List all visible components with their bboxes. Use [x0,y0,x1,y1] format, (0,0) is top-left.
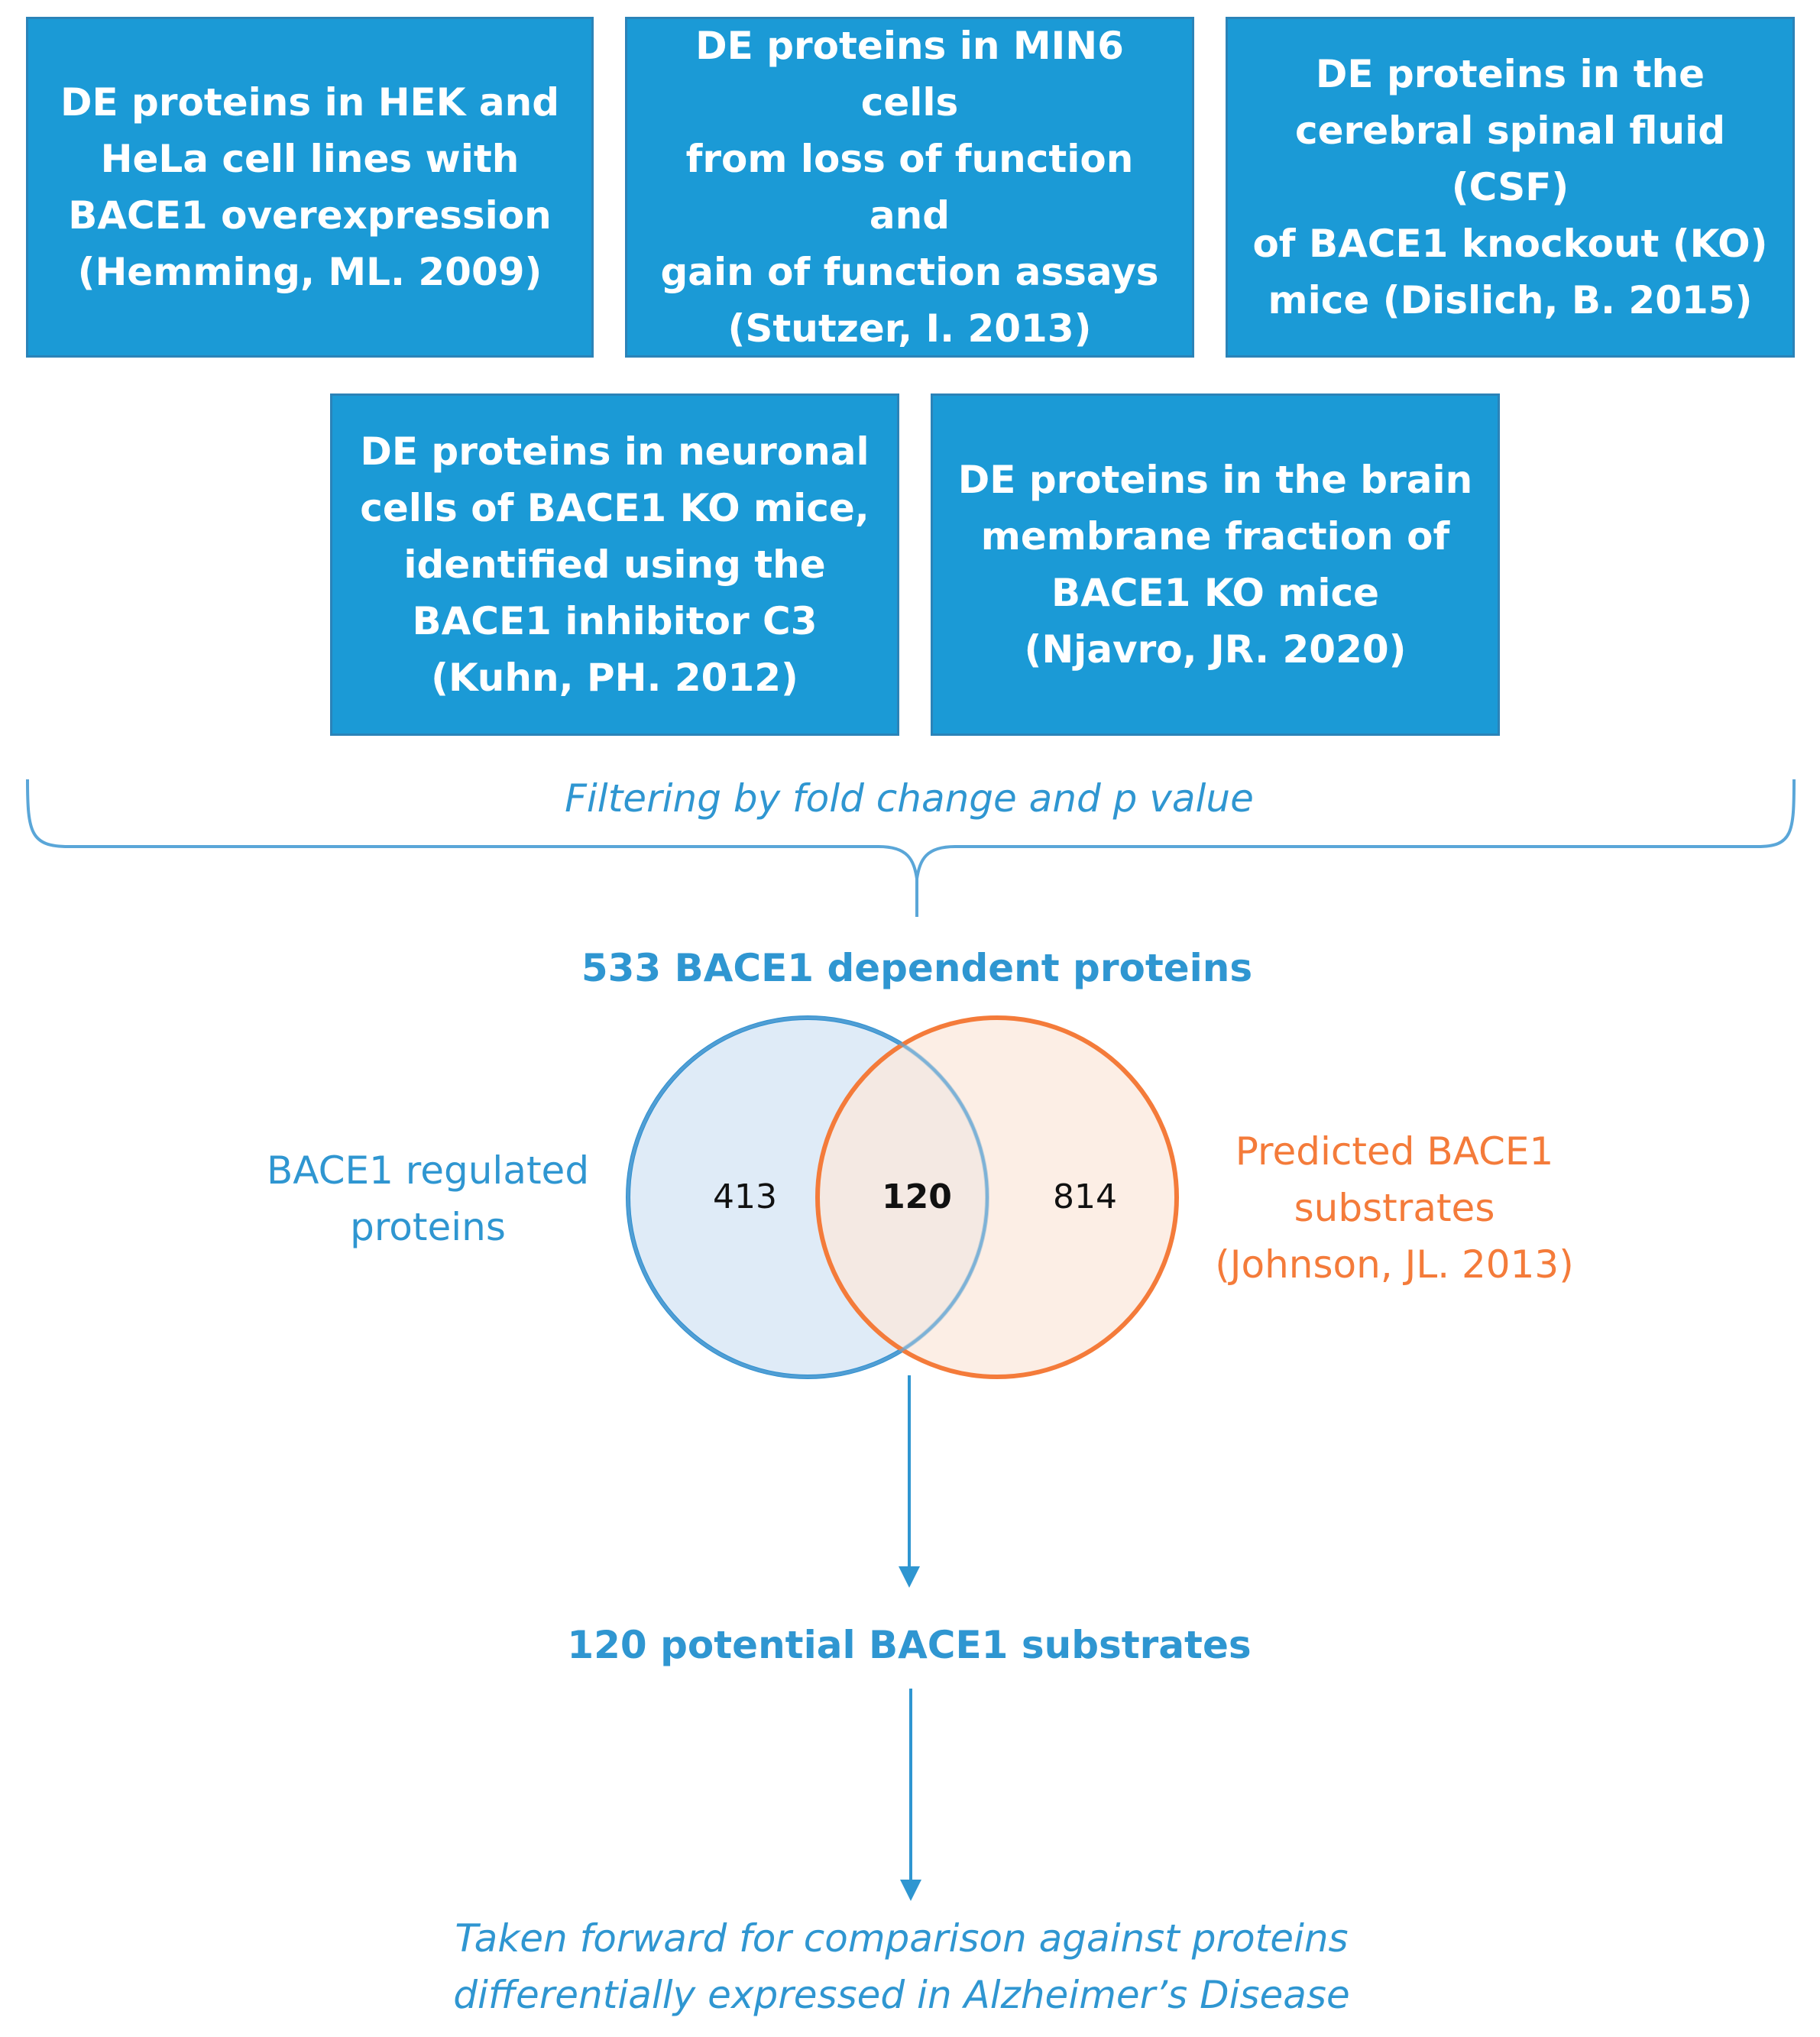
dependent-proteins-label: 533 BACE1 dependent proteins [581,946,1253,990]
source-line: DE proteins in HEK and [60,80,559,125]
source-line: BACE1 KO mice [1051,571,1380,615]
venn-left-only-count: 413 [713,1177,777,1216]
source-line: membrane fraction of [980,514,1450,559]
source-line: HeLa cell lines with [100,137,520,181]
venn-left-label-line: proteins [350,1205,506,1249]
venn-right-label-line: Predicted BACE1 [1235,1129,1554,1174]
source-line: (Stutzer, I. 2013) [727,306,1092,351]
source-line: gain of function assays [660,250,1159,294]
venn-left-outline [627,1016,989,1378]
source-line: DE proteins in the [1315,52,1705,96]
final-outcome-line: differentially expressed in Alzheimer’s … [453,1973,1350,2017]
source-line: cerebral spinal fluid (CSF) [1294,108,1725,209]
source-line: of BACE1 knockout (KO) [1252,222,1768,266]
potential-substrates-label: 120 potential BACE1 substrates [567,1623,1252,1667]
source-line: from loss of function and [685,137,1134,238]
source-line: DE proteins in MIN6 cells [695,24,1124,125]
source-line: BACE1 overexpression [68,193,552,238]
source-line: (Hemming, ML. 2009) [77,250,542,294]
venn-right-only-count: 814 [1053,1177,1117,1216]
arrowhead-final [900,1880,921,1901]
source-line: (Njavro, JR. 2020) [1024,627,1407,672]
venn-left-label: BACE1 regulated proteins [229,1142,627,1255]
venn-left-label-line: BACE1 regulated [266,1148,590,1193]
source-box-dislich: DE proteins in the cerebral spinal fluid… [1226,17,1795,358]
source-box-hemming: DE proteins in HEK and HeLa cell lines w… [26,17,594,358]
source-line: DE proteins in the brain [957,458,1473,502]
source-box-stutzer: DE proteins in MIN6 cells from loss of f… [625,17,1194,358]
source-line: cells of BACE1 KO mice, [360,486,870,530]
final-outcome-label: Taken forward for comparison against pro… [290,1910,1513,2023]
venn-right-label-line: substrates [1294,1186,1495,1230]
venn-overlap-count: 120 [882,1177,952,1216]
filter-label: Filtering by fold change and p value [565,776,1254,821]
venn-right-circle [815,1015,1179,1379]
source-line: BACE1 inhibitor C3 [412,599,818,643]
source-line: (Kuhn, PH. 2012) [431,656,798,700]
venn-right-label: Predicted BACE1 substrates (Johnson, JL.… [1192,1123,1597,1293]
source-line: mice (Dislich, B. 2015) [1268,278,1753,322]
venn-right-label-line: (Johnson, JL. 2013) [1215,1242,1574,1287]
arrowhead-potential [899,1566,920,1588]
source-line: identified using the [403,542,826,587]
source-box-kuhn: DE proteins in neuronal cells of BACE1 K… [330,393,899,736]
final-outcome-line: Taken forward for comparison against pro… [455,1916,1349,1961]
source-box-njavro: DE proteins in the brain membrane fracti… [931,393,1500,736]
source-line: DE proteins in neuronal [360,429,870,474]
